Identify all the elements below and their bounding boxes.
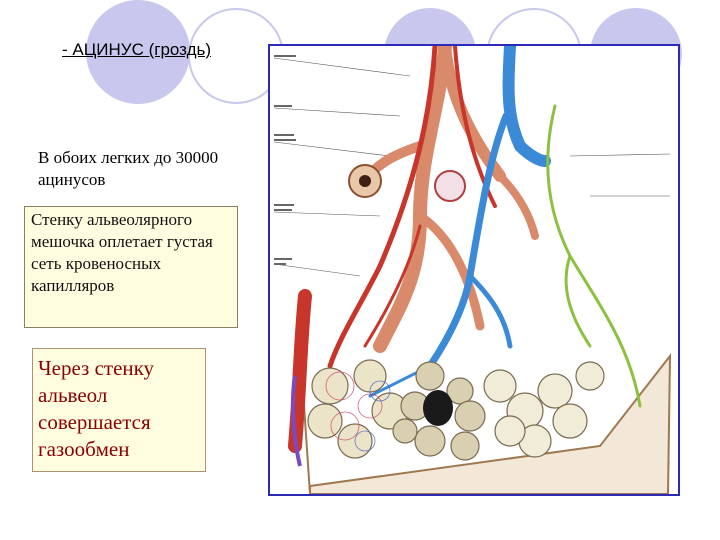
- decor-circle-1: [86, 0, 190, 104]
- acinus-drawing: [273, 46, 672, 494]
- capillaries-textbox: Стенку альвеолярного мешочка оплетает гу…: [24, 206, 238, 328]
- acinus-illustration: [268, 44, 680, 496]
- acinus-count-note: В обоих легких до 30000 ацинусов: [38, 148, 219, 189]
- gas-exchange-textbox: Через стенку альвеол совершается газообм…: [32, 348, 206, 472]
- slide-title: - АЦИНУС (гроздь): [62, 40, 212, 59]
